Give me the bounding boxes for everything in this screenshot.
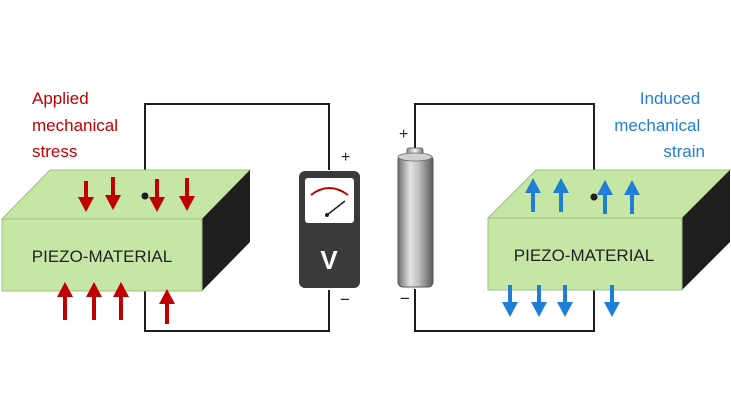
left-block-side-face <box>202 170 250 291</box>
left-caption: Applied mechanical stress <box>32 89 123 161</box>
right-strain-arrows <box>502 178 640 317</box>
battery-top-rim <box>397 152 433 162</box>
right-block-side-face <box>682 170 730 290</box>
up-arrow <box>597 180 613 214</box>
voltmeter-minus: − <box>340 290 350 309</box>
down-arrow <box>179 178 195 211</box>
left-piezo-block: PIEZO-MATERIAL <box>0 169 252 292</box>
right-caption-line-2: mechanical <box>614 116 700 135</box>
right-circuit-wire <box>414 103 595 332</box>
battery: + − <box>397 126 434 308</box>
voltmeter-dial <box>305 178 354 223</box>
right-block-label: PIEZO-MATERIAL <box>514 246 654 265</box>
up-arrow <box>525 178 541 212</box>
left-stress-arrows <box>57 177 195 324</box>
down-arrow <box>78 181 94 212</box>
right-caption: Induced mechanical strain <box>614 89 705 161</box>
right-wire-contact <box>590 193 598 201</box>
up-arrow <box>553 178 569 212</box>
left-caption-line-1: Applied <box>32 89 89 108</box>
right-block-front-face <box>487 217 683 291</box>
voltmeter-needle <box>326 200 346 216</box>
left-caption-line-3: stress <box>32 142 77 161</box>
down-arrow <box>149 179 165 212</box>
down-arrow <box>604 285 620 317</box>
down-arrow <box>105 177 121 210</box>
up-arrow <box>57 282 73 320</box>
voltmeter: V + − <box>299 149 360 309</box>
battery-body <box>397 154 434 288</box>
voltmeter-scale <box>310 187 349 196</box>
voltmeter-plus: + <box>341 149 350 166</box>
left-circuit-wire <box>144 103 330 332</box>
down-arrow <box>557 285 573 317</box>
right-caption-line-3: strain <box>663 142 705 161</box>
up-arrow <box>159 289 175 324</box>
left-block-front-face <box>1 218 203 292</box>
down-arrow <box>502 285 518 317</box>
battery-plus: + <box>399 126 408 143</box>
up-arrow <box>624 180 640 214</box>
voltmeter-pivot <box>325 213 329 217</box>
voltmeter-symbol: V <box>320 245 338 275</box>
down-arrow <box>531 285 547 317</box>
left-block-label: PIEZO-MATERIAL <box>32 247 172 266</box>
left-caption-line-2: mechanical <box>32 116 118 135</box>
up-arrow <box>113 282 129 320</box>
up-arrow <box>86 282 102 320</box>
left-wire-contact <box>141 192 149 200</box>
battery-minus: − <box>400 289 410 308</box>
right-caption-line-1: Induced <box>640 89 701 108</box>
